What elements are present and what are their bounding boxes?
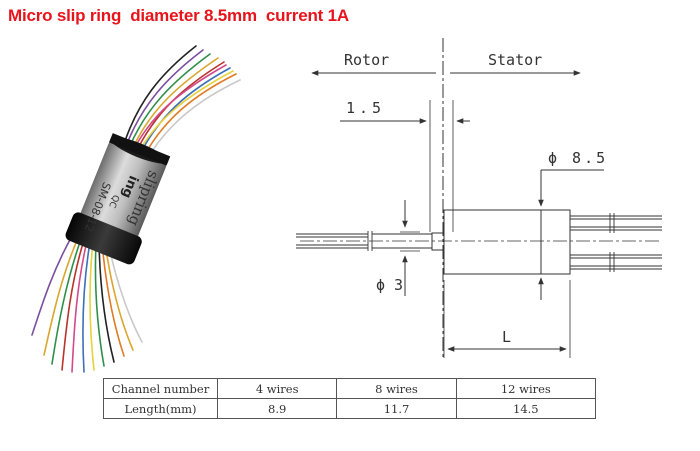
table-cell: 12 wires <box>455 378 597 399</box>
stator-wires <box>570 213 662 272</box>
page-title: Micro slip ring diameter 8.5mm current 1… <box>8 6 349 25</box>
rotor-label: Rotor <box>344 51 389 69</box>
dim-shaft-diameter-label: ϕ 3 <box>376 276 403 294</box>
rotor-shaft <box>431 232 445 251</box>
lower-wires <box>31 235 143 373</box>
row-header-length: Length(mm) <box>103 398 218 419</box>
table-cell: 11.7 <box>336 398 457 419</box>
rotor-wires <box>296 231 432 251</box>
body-qc-label: QC <box>106 193 120 209</box>
table-cell: 4 wires <box>216 378 338 399</box>
dim-body-diameter-label: ϕ 8.5 <box>548 149 608 167</box>
product-photo: slipring ing QC SM-08-12 <box>31 45 241 373</box>
stator-body <box>443 209 571 275</box>
table-cell: 8.9 <box>216 398 338 419</box>
technical-drawing <box>296 38 662 358</box>
table-cell: 8 wires <box>336 378 457 399</box>
table-cell: 14.5 <box>455 398 597 419</box>
row-header-channel: Channel number <box>103 378 218 399</box>
slip-ring-body: slipring ing QC SM-08-12 <box>65 133 171 265</box>
upper-wires <box>123 45 241 160</box>
stator-label: Stator <box>488 51 542 69</box>
dim-1-5-label: 1.5 <box>346 99 385 117</box>
dim-length-label: L <box>502 328 511 346</box>
table-row: Length(mm) 8.9 11.7 14.5 <box>103 398 597 419</box>
spec-table: Channel number 4 wires 8 wires 12 wires … <box>103 378 597 419</box>
table-row: Channel number 4 wires 8 wires 12 wires <box>103 378 597 399</box>
